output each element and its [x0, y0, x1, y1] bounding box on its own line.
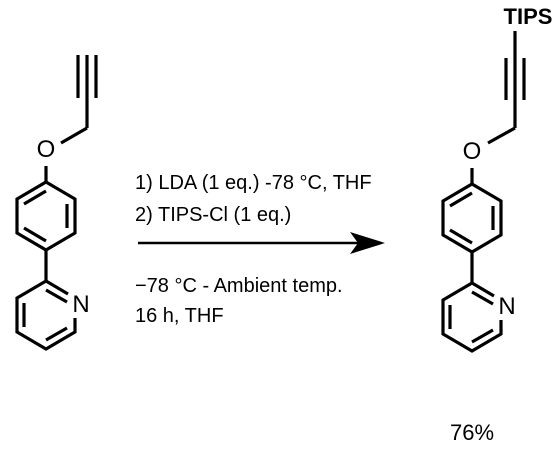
condition-time-solvent: 16 h, THF: [135, 305, 224, 327]
reactant-phenylene-ring: [15, 180, 77, 252]
product-tips-label: TIPS: [504, 4, 553, 29]
product-alkyne-triple-bond: [504, 58, 526, 100]
reaction-conditions: 1) LDA (1 eq.) -78 °C, THF 2) TIPS-Cl (1…: [135, 172, 372, 327]
reactant-molecule: O N: [15, 55, 98, 351]
condition-step-2: 2) TIPS-Cl (1 eq.): [135, 204, 291, 226]
condition-temperature: −78 °C - Ambient temp.: [135, 275, 343, 297]
product-molecule: TIPS O N: [441, 4, 553, 353]
reactant-ch2-o-bond: [60, 126, 88, 145]
reaction-arrow: [138, 232, 385, 254]
product-ch2-o-bond: [487, 126, 516, 145]
product-pyridine-ring: [441, 281, 503, 353]
reactant-oxygen-atom: O: [37, 136, 56, 163]
product-oxygen-atom: O: [463, 138, 482, 165]
product-yield: 76%: [450, 420, 494, 445]
product-phenylene-ring: [441, 182, 503, 254]
product-nitrogen-atom: N: [498, 293, 515, 320]
reactant-alkyne-triple-bond: [76, 55, 98, 98]
condition-step-1: 1) LDA (1 eq.) -78 °C, THF: [135, 172, 372, 194]
reactant-pyridine-ring: [15, 279, 77, 351]
reactant-nitrogen-atom: N: [72, 291, 89, 318]
